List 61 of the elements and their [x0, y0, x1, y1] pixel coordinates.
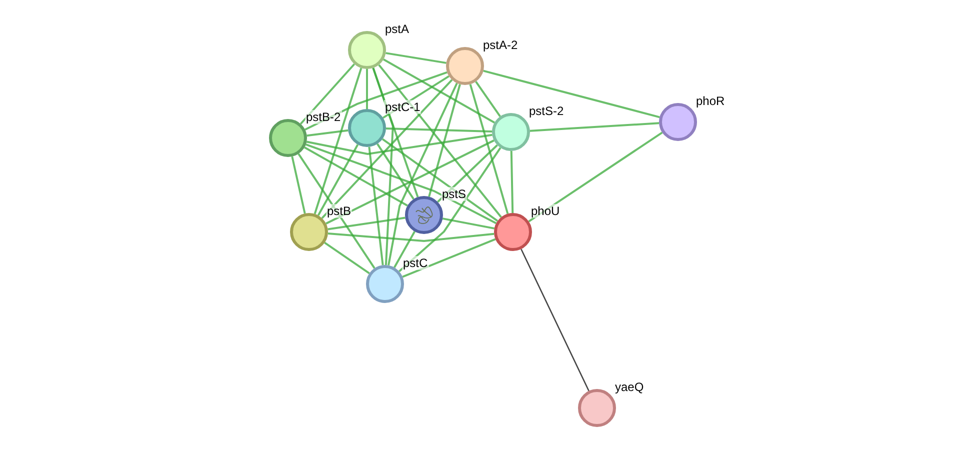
interaction-line: [382, 138, 498, 222]
interaction-line: [326, 140, 494, 224]
interaction-line: [314, 68, 362, 214]
interaction-line: [483, 70, 660, 118]
protein-label: pstB: [326, 204, 352, 218]
interaction-line: [372, 68, 394, 266]
interaction-line: [520, 248, 590, 392]
interaction-line: [306, 134, 492, 155]
interaction-line: [442, 218, 495, 230]
interaction-line: [388, 82, 458, 266]
interaction-line: [469, 84, 509, 214]
protein-label: pstS-2: [528, 104, 565, 118]
protein-label: pstB-2: [305, 110, 342, 124]
interaction-line: [366, 69, 368, 109]
interaction-line: [324, 242, 370, 274]
protein-label: yaeQ: [614, 380, 645, 394]
interaction-line: [306, 129, 348, 137]
interaction-line: [383, 58, 495, 124]
interaction-line: [317, 144, 359, 216]
interaction-line: [298, 153, 376, 269]
interaction-line: [368, 146, 384, 266]
interaction-line: [378, 64, 502, 218]
interaction-line: [328, 216, 406, 230]
interaction-line: [376, 143, 414, 200]
interaction-line: [321, 79, 453, 219]
interaction-line: [428, 84, 461, 197]
interaction-line: [300, 63, 356, 125]
interaction-line: [398, 147, 502, 272]
protein-node: [492, 113, 530, 151]
protein-node: [494, 213, 532, 251]
protein-label: pstA-2: [482, 38, 519, 52]
protein-label: phoR: [695, 94, 726, 108]
protein-node: [348, 31, 386, 69]
interaction-line: [437, 144, 498, 203]
interaction-line: [475, 81, 501, 117]
interaction-line: [530, 122, 660, 132]
interaction-line: [386, 128, 492, 132]
protein-node: [366, 265, 404, 303]
interaction-line: [402, 238, 496, 278]
interaction-line: [382, 75, 450, 119]
protein-label: phoU: [530, 204, 561, 218]
protein-label: pstC: [402, 256, 429, 270]
interaction-line: [510, 150, 514, 214]
protein-node: [446, 47, 484, 85]
protein-node: [578, 389, 616, 427]
protein-node: [290, 213, 328, 251]
interaction-line: [393, 231, 416, 268]
interaction-line: [304, 71, 448, 130]
interaction-line: [304, 146, 408, 206]
protein-label: pstS: [441, 187, 468, 201]
interaction-line: [291, 156, 306, 214]
interaction-line: [528, 132, 663, 222]
protein-label: pstC-1: [384, 100, 422, 114]
interaction-line: [386, 52, 446, 64]
interaction-line: [306, 144, 497, 224]
protein-node: [348, 109, 386, 147]
protein-node: [659, 103, 697, 141]
protein-label: pstA: [384, 22, 410, 36]
protein-node: [269, 119, 307, 157]
interaction-line: [328, 232, 494, 242]
protein-node: [405, 196, 443, 234]
